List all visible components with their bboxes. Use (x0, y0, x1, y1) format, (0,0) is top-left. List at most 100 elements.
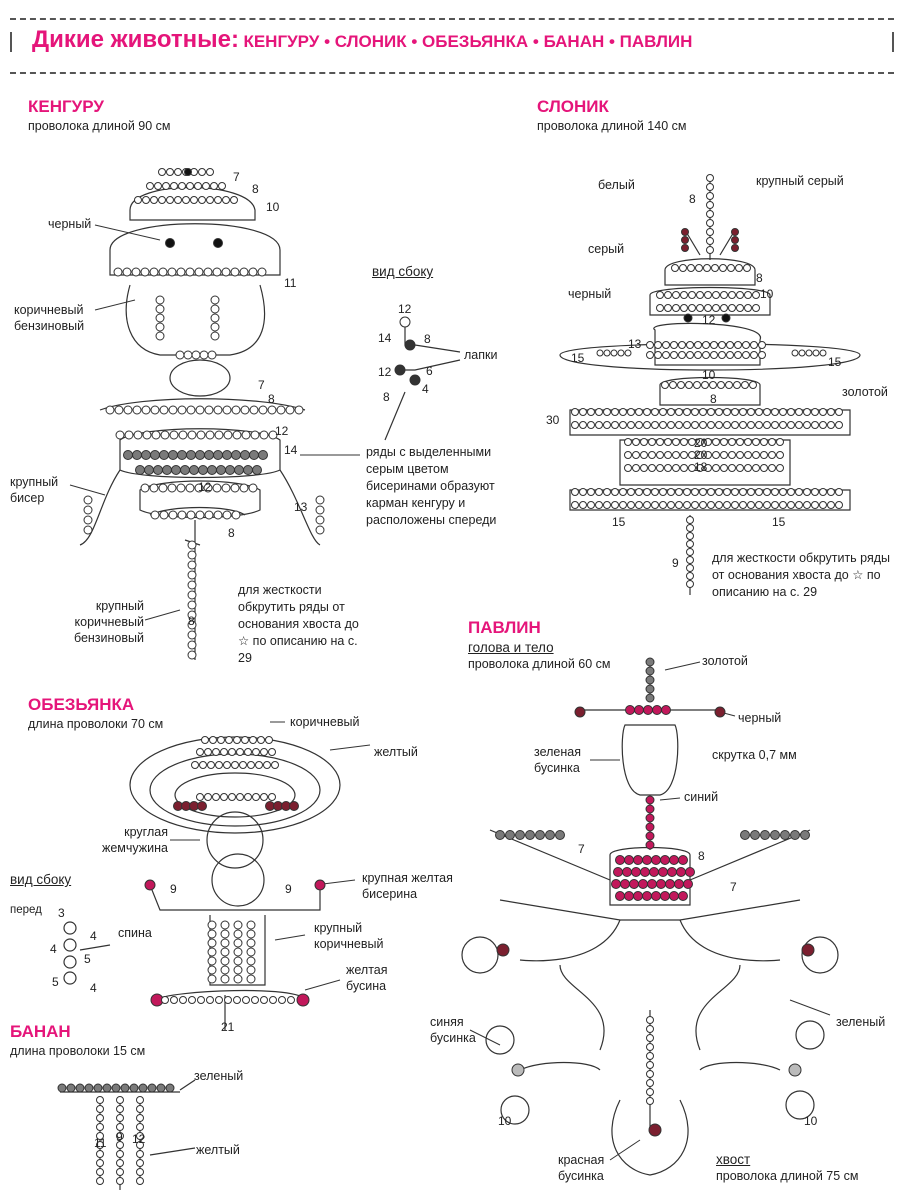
bead (779, 408, 787, 416)
bead (715, 501, 723, 509)
bead (207, 920, 217, 930)
bead (191, 350, 201, 360)
bead (707, 488, 715, 496)
bead (250, 430, 260, 440)
bead (178, 182, 186, 190)
bead (699, 408, 707, 416)
bead (289, 801, 299, 811)
bead (744, 291, 752, 299)
bead (210, 322, 220, 332)
bead (196, 430, 206, 440)
bead (680, 438, 688, 446)
bead (233, 920, 243, 930)
monkey-diagram (129, 736, 341, 1030)
bead (223, 761, 231, 769)
bead (646, 1034, 654, 1042)
bead (268, 793, 276, 801)
bead (688, 438, 696, 446)
monkey-label-back: спина (118, 926, 152, 940)
bead (768, 464, 776, 472)
bead (243, 465, 253, 475)
bead (645, 684, 655, 694)
bead (136, 1123, 144, 1131)
bead (132, 450, 142, 460)
elephant-tail-note: для жесткости обкрутить ряды от основани… (712, 551, 891, 599)
bead (315, 525, 325, 535)
monkey-side-num: 5 (84, 952, 91, 966)
bead (246, 956, 256, 966)
bead (195, 510, 205, 520)
bead (702, 351, 710, 359)
monkey-wire: длина проволоки 70 см (28, 717, 164, 731)
bead (246, 974, 256, 984)
bead (706, 246, 714, 254)
bead (231, 510, 241, 520)
bead (239, 761, 247, 769)
bead (776, 451, 784, 459)
bead (768, 451, 776, 459)
bead (166, 168, 174, 176)
bead (116, 1168, 124, 1176)
bead (220, 965, 230, 975)
bead (220, 748, 228, 756)
bead (752, 291, 760, 299)
peacock-tail-title: хвост (716, 1152, 751, 1167)
bead (240, 405, 250, 415)
bead (171, 465, 181, 475)
bead (633, 855, 643, 865)
elephant-num: 12 (702, 313, 716, 327)
bead (679, 264, 687, 272)
bead (207, 938, 217, 948)
bead (315, 515, 325, 525)
bead (720, 304, 728, 312)
bead (260, 793, 268, 801)
bead (731, 228, 739, 236)
peacock-wire: проволока длиной 60 см (468, 657, 611, 671)
bead (664, 464, 672, 472)
bead (819, 488, 827, 496)
bead (642, 891, 652, 901)
bead (617, 349, 625, 357)
bead (787, 408, 795, 416)
bead (116, 1159, 124, 1167)
bead (731, 236, 739, 244)
bead (660, 891, 670, 901)
bead (105, 405, 115, 415)
bead (603, 349, 611, 357)
bead (83, 505, 93, 515)
bead (805, 349, 813, 357)
bead (693, 381, 701, 389)
bead (201, 736, 209, 744)
bead (795, 421, 803, 429)
kangaroo-side-num: 12 (398, 302, 412, 316)
page-header: Дикие животные: КЕНГУРУ • СЛОНИК • ОБЕЗЬ… (10, 18, 894, 74)
bead (735, 264, 743, 272)
bead (646, 1097, 654, 1105)
bead (571, 488, 579, 496)
monkey-num: 9 (285, 882, 292, 896)
bead (198, 196, 206, 204)
bead (669, 381, 677, 389)
bead (686, 564, 694, 572)
bead (667, 488, 675, 496)
bead (643, 705, 653, 715)
bead (728, 304, 736, 312)
bead (627, 408, 635, 416)
bead (246, 947, 256, 957)
kangaroo-label-large-brown: крупный коричневый бензиновый (73, 599, 144, 645)
bead (811, 421, 819, 429)
bead (315, 495, 325, 505)
bead (750, 830, 760, 840)
bead (165, 238, 175, 248)
bead (632, 438, 640, 446)
bead (706, 210, 714, 218)
monkey-num: 21 (221, 1020, 235, 1034)
bead (739, 488, 747, 496)
bead (188, 996, 196, 1004)
bead (155, 295, 165, 305)
monkey-side-num: 3 (58, 906, 65, 920)
elephant-num: 15 (612, 515, 626, 529)
bead (113, 267, 123, 277)
bead (187, 650, 197, 660)
bead (619, 488, 627, 496)
